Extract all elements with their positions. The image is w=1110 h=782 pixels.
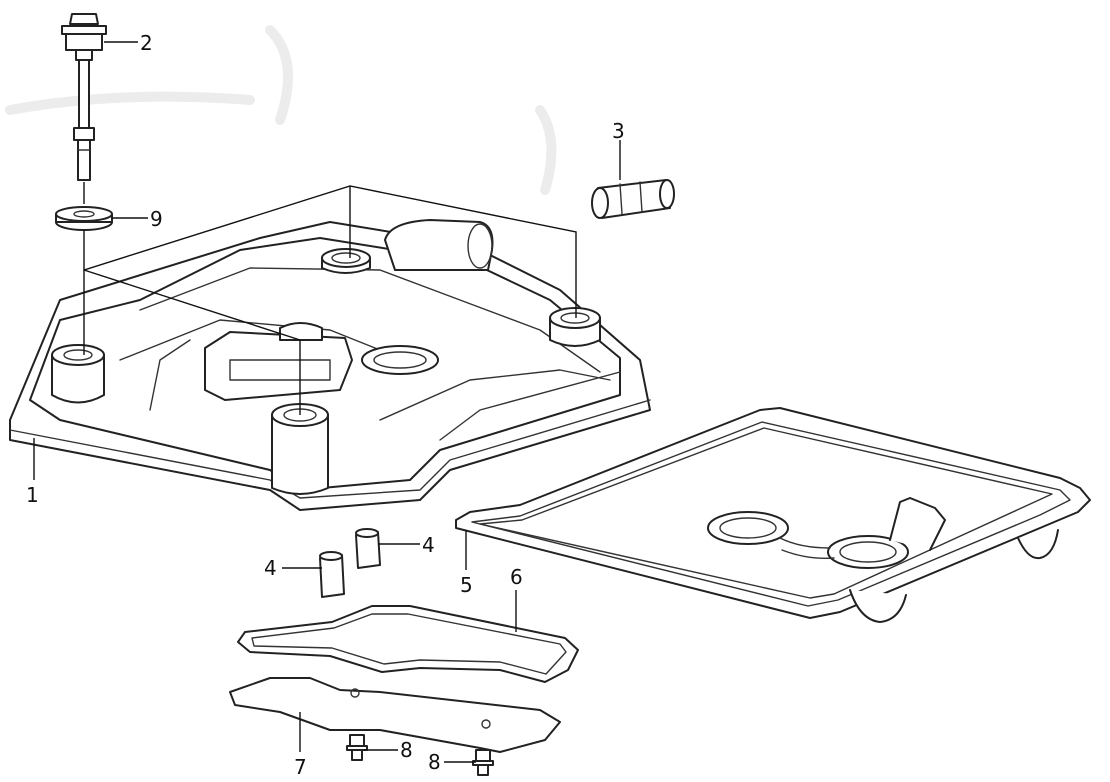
callout-3: 3 <box>612 119 625 180</box>
callout-label-9: 9 <box>150 207 163 231</box>
part-6-plate-gasket <box>237 605 579 683</box>
callout-4b: 4 <box>264 556 322 580</box>
watermark <box>5 25 557 195</box>
callout-label-3: 3 <box>612 119 625 143</box>
part-3-sleeve <box>591 179 675 219</box>
part-7-breather-plate <box>229 677 561 753</box>
callout-4a: 4 <box>378 533 435 557</box>
callout-label-7: 7 <box>294 755 307 779</box>
callout-label-4a: 4 <box>422 533 435 557</box>
callout-5: 5 <box>460 530 473 597</box>
part-2-bolt <box>61 13 107 204</box>
part-4-dowel-sleeve-lower <box>319 551 345 598</box>
part-8-screw-right <box>472 749 494 776</box>
callout-label-6: 6 <box>510 565 523 589</box>
callout-2: 2 <box>104 31 153 55</box>
callout-label-4b: 4 <box>264 556 277 580</box>
callout-9: 9 <box>112 207 163 231</box>
part-5-cover-gasket <box>455 407 1091 623</box>
callout-1: 1 <box>26 438 39 507</box>
callout-7: 7 <box>294 712 307 779</box>
callout-8a: 8 <box>364 738 413 762</box>
callout-8b: 8 <box>428 750 476 774</box>
callout-6: 6 <box>510 565 523 632</box>
callout-label-5: 5 <box>460 573 473 597</box>
part-9-grommet <box>55 206 113 231</box>
part-4-dowel-sleeve-upper <box>355 528 381 569</box>
callout-label-8b: 8 <box>428 750 441 774</box>
callout-label-8a: 8 <box>400 738 413 762</box>
part-8-screw-left <box>346 734 368 761</box>
callout-label-2: 2 <box>140 31 153 55</box>
callout-label-1: 1 <box>26 483 39 507</box>
assembly-guide-lines <box>83 185 577 415</box>
